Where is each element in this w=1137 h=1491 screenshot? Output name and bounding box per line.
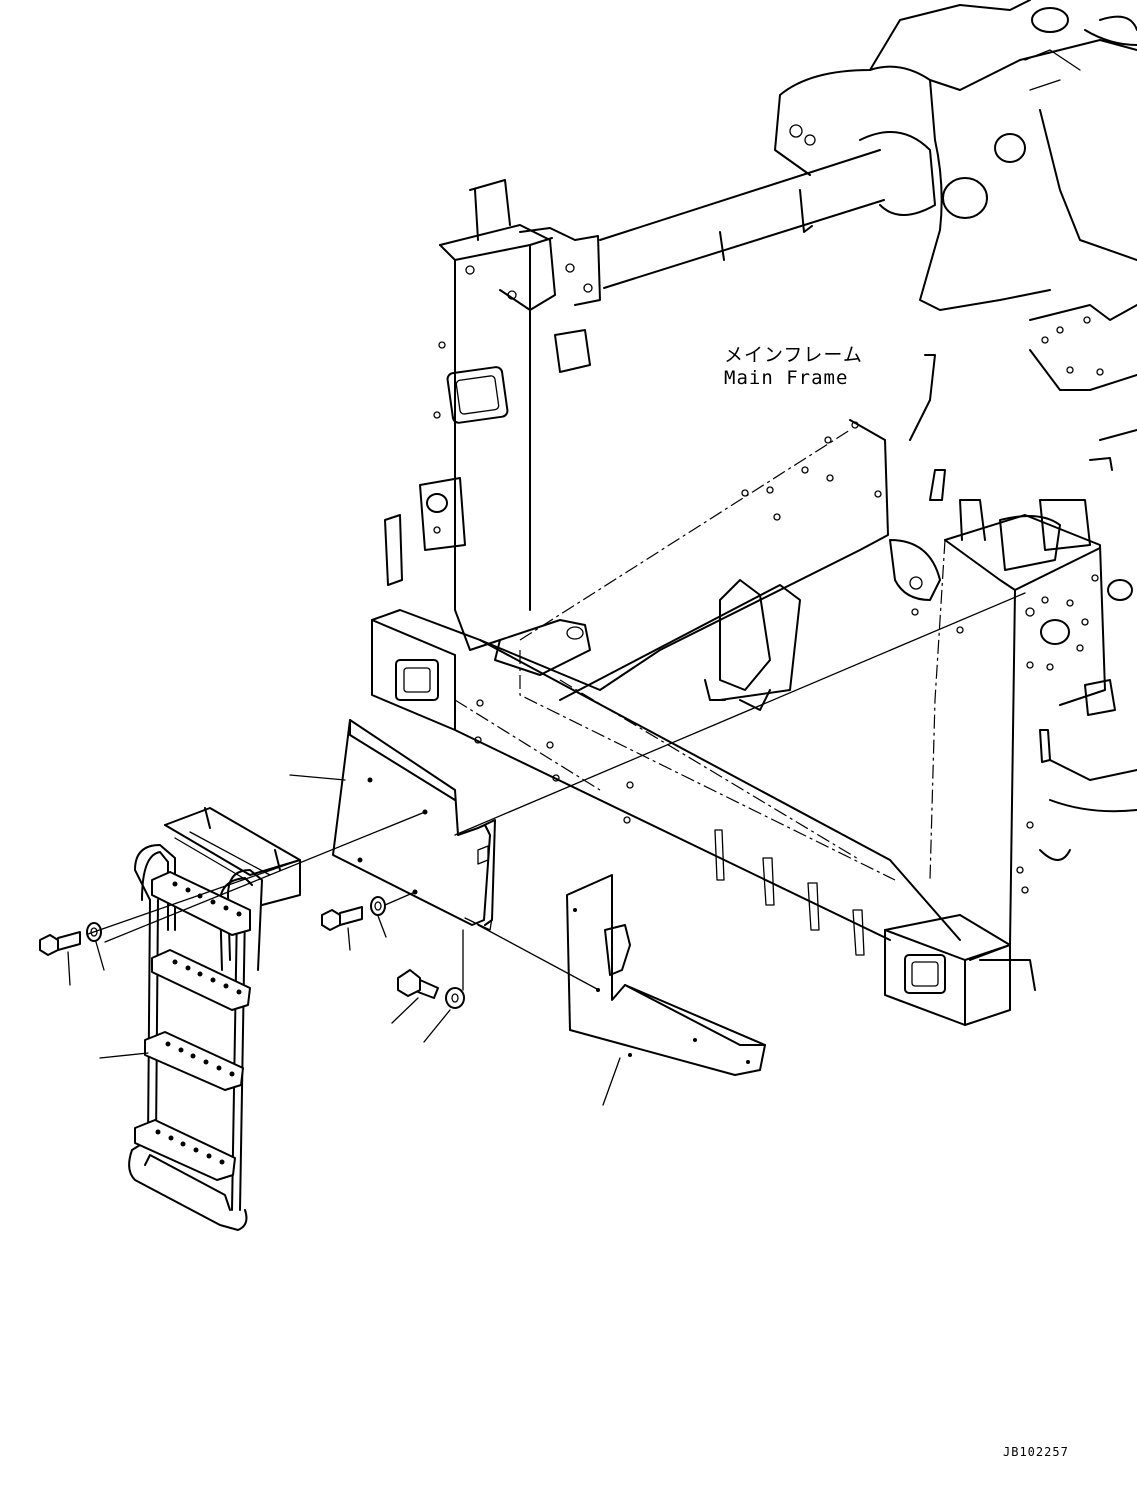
bolt-left — [39, 931, 81, 956]
assembly-lines — [87, 592, 1026, 991]
ladder-step-2 — [151, 949, 251, 1011]
main-frame-label-jp: メインフレーム — [724, 344, 863, 366]
cover-plate — [332, 719, 496, 931]
mounting-bracket — [566, 874, 766, 1076]
bolt-center — [321, 906, 363, 931]
ladder-assembly — [128, 807, 301, 1231]
drawing-code: JB102257 — [1003, 1445, 1069, 1459]
washer-left — [86, 922, 102, 942]
washer-center — [370, 896, 386, 916]
leader-lines — [67, 774, 621, 1106]
main-frame-assembly — [371, 0, 1137, 1026]
washer-lower — [445, 987, 465, 1009]
ladder-step-3 — [144, 1031, 244, 1091]
ladder-step-4 — [134, 1119, 236, 1181]
main-frame-label-en: Main Frame — [724, 367, 849, 389]
bolt-lower — [397, 969, 439, 999]
